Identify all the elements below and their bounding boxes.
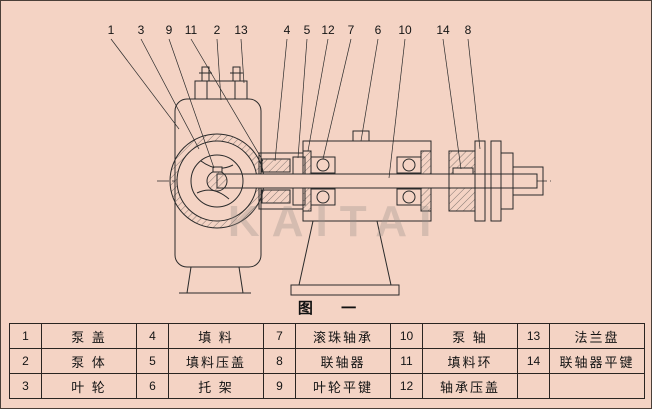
pump-casing (169, 98, 265, 294)
part-number: 4 (136, 323, 169, 349)
watermark-text: KAITAI (227, 197, 444, 246)
part-number: 12 (390, 373, 423, 399)
figure-caption: 图 一 (297, 300, 369, 317)
part-number: 2 (9, 348, 42, 374)
part-name: 叶轮平键 (295, 373, 391, 399)
part-number: 1 (9, 323, 42, 349)
part-name: 轴承压盖 (422, 373, 518, 399)
pump-drawing-svg (110, 38, 551, 296)
part-number: 9 (263, 373, 296, 399)
part-name: 泵 体 (41, 348, 137, 374)
inlet-flange (194, 66, 248, 100)
part-name: 泵 轴 (422, 323, 518, 349)
part-name: 填料环 (422, 348, 518, 374)
part-name: 联轴器平键 (549, 348, 645, 374)
part-name (549, 373, 645, 399)
part-number: 14 (517, 348, 550, 374)
part-name: 联轴器 (295, 348, 391, 374)
part-name: 法兰盘 (549, 323, 645, 349)
part-name: 填料压盖 (168, 348, 264, 374)
coupling (448, 140, 544, 222)
part-number: 5 (136, 348, 169, 374)
pump-shaft (216, 173, 538, 189)
part-name: 泵 盖 (41, 323, 137, 349)
leader-lines (110, 38, 481, 179)
part-number: 3 (9, 373, 42, 399)
part-number: 13 (517, 323, 550, 349)
part-number: 6 (136, 373, 169, 399)
part-number: 8 (263, 348, 296, 374)
part-number: 7 (263, 323, 296, 349)
part-name: 托 架 (168, 373, 264, 399)
impeller (190, 154, 244, 208)
part-number: 11 (390, 348, 423, 374)
part-number (517, 373, 550, 399)
part-name: 填 料 (168, 323, 264, 349)
part-name: 叶 轮 (41, 373, 137, 399)
part-name: 滚珠轴承 (295, 323, 391, 349)
part-number: 10 (390, 323, 423, 349)
